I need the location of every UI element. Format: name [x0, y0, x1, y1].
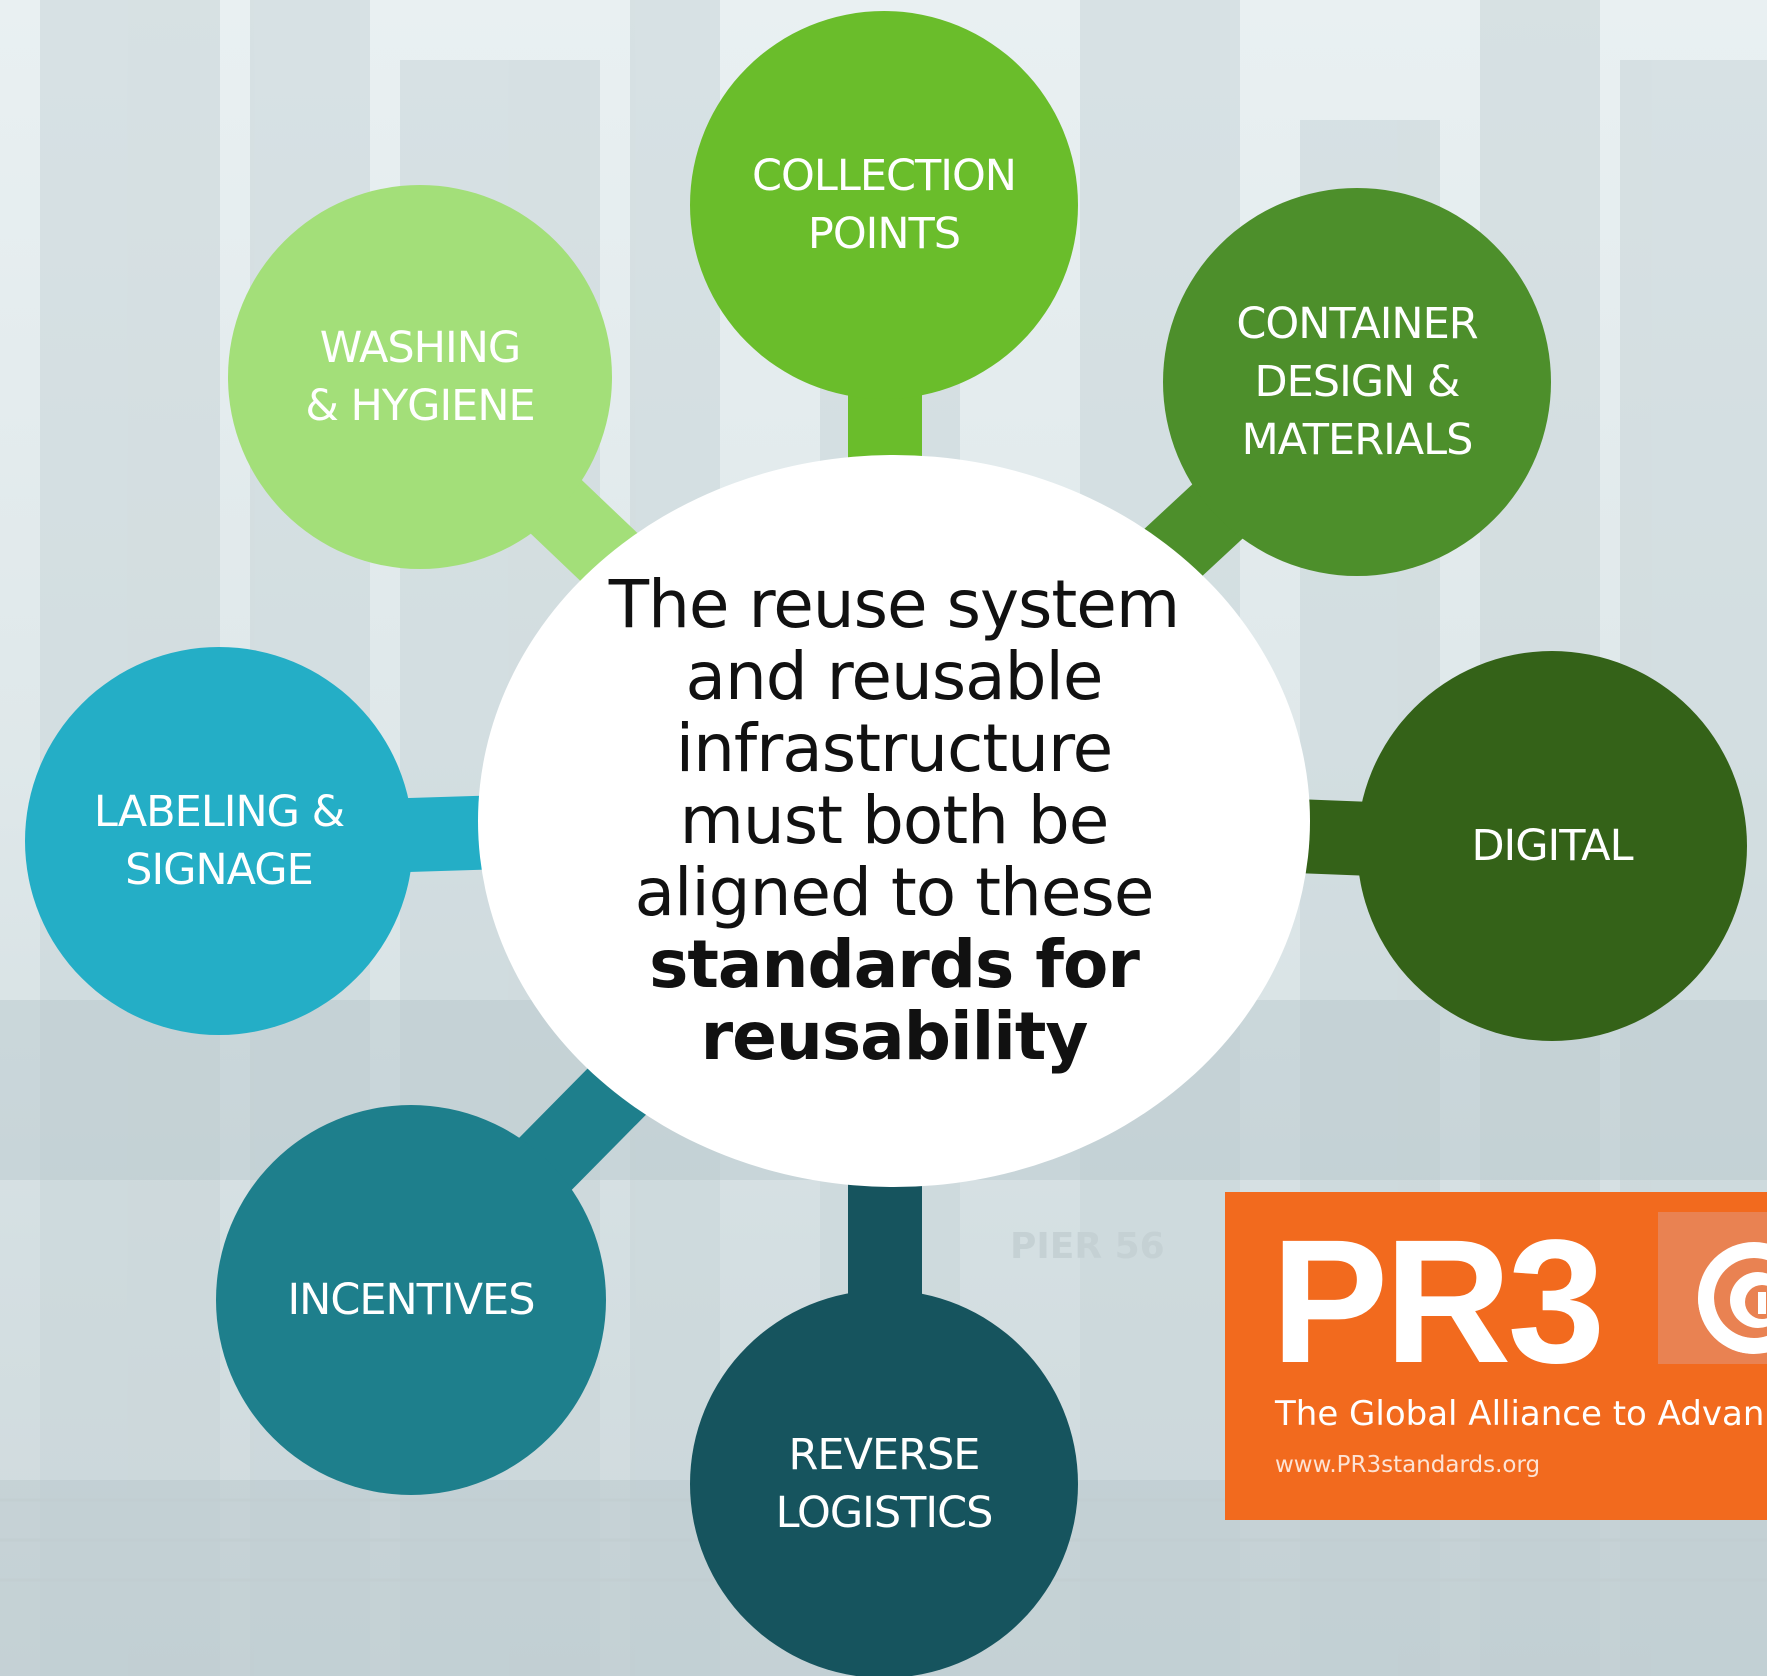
- center-text-bold-line-2: reusability: [700, 998, 1089, 1075]
- node-incentives: INCENTIVES: [216, 1105, 606, 1495]
- center-hub: The reuse system and reusable infrastruc…: [478, 455, 1310, 1187]
- pr3-wordmark: PR3: [1271, 1204, 1605, 1400]
- node-labeling-signage: LABELING & SIGNAGE: [25, 647, 413, 1035]
- node-digital-line1: DIGITAL: [1471, 821, 1633, 871]
- center-text-line-3: infrastructure: [675, 710, 1113, 787]
- pier-sign-text: PIER 56: [1010, 1226, 1165, 1267]
- node-reverse-line2: LOGISTICS: [775, 1488, 994, 1538]
- node-washing-hygiene: WASHING & HYGIENE: [228, 185, 612, 569]
- node-digital: DIGITAL: [1357, 651, 1747, 1041]
- center-text-line-2: and reusable: [685, 638, 1104, 715]
- node-washing-line1: WASHING: [319, 323, 521, 373]
- node-container-design-materials: CONTAINER DESIGN & MATERIALS: [1163, 188, 1551, 576]
- node-labeling-line1: LABELING &: [93, 787, 345, 837]
- center-text-line-5: aligned to these: [634, 854, 1155, 931]
- node-container-line1: CONTAINER: [1236, 299, 1478, 349]
- center-text-bold-line-1: standards for: [649, 926, 1140, 1003]
- pr3-website-link[interactable]: www.PR3standards.org: [1275, 1452, 1541, 1478]
- pr3-brand-box: PR3 The Global Alliance to Advan www.PR3…: [1225, 1192, 1767, 1520]
- pr3-logo-icon: [1658, 1212, 1767, 1364]
- node-container-line3: MATERIALS: [1241, 415, 1474, 465]
- center-text-line-4: must both be: [679, 782, 1110, 859]
- node-washing-line2: & HYGIENE: [305, 381, 535, 431]
- node-collection-line1: COLLECTION: [752, 151, 1017, 201]
- node-collection-points: COLLECTION POINTS: [690, 11, 1078, 399]
- node-reverse-logistics: REVERSE LOGISTICS: [690, 1290, 1078, 1676]
- node-container-line2: DESIGN &: [1254, 357, 1461, 407]
- center-text-line-1: The reuse system: [608, 566, 1180, 643]
- node-collection-line2: POINTS: [807, 209, 961, 259]
- node-incentives-line1: INCENTIVES: [287, 1275, 535, 1325]
- pr3-tagline: The Global Alliance to Advan: [1275, 1394, 1765, 1434]
- node-reverse-line1: REVERSE: [788, 1430, 981, 1480]
- node-labeling-line2: SIGNAGE: [125, 845, 314, 895]
